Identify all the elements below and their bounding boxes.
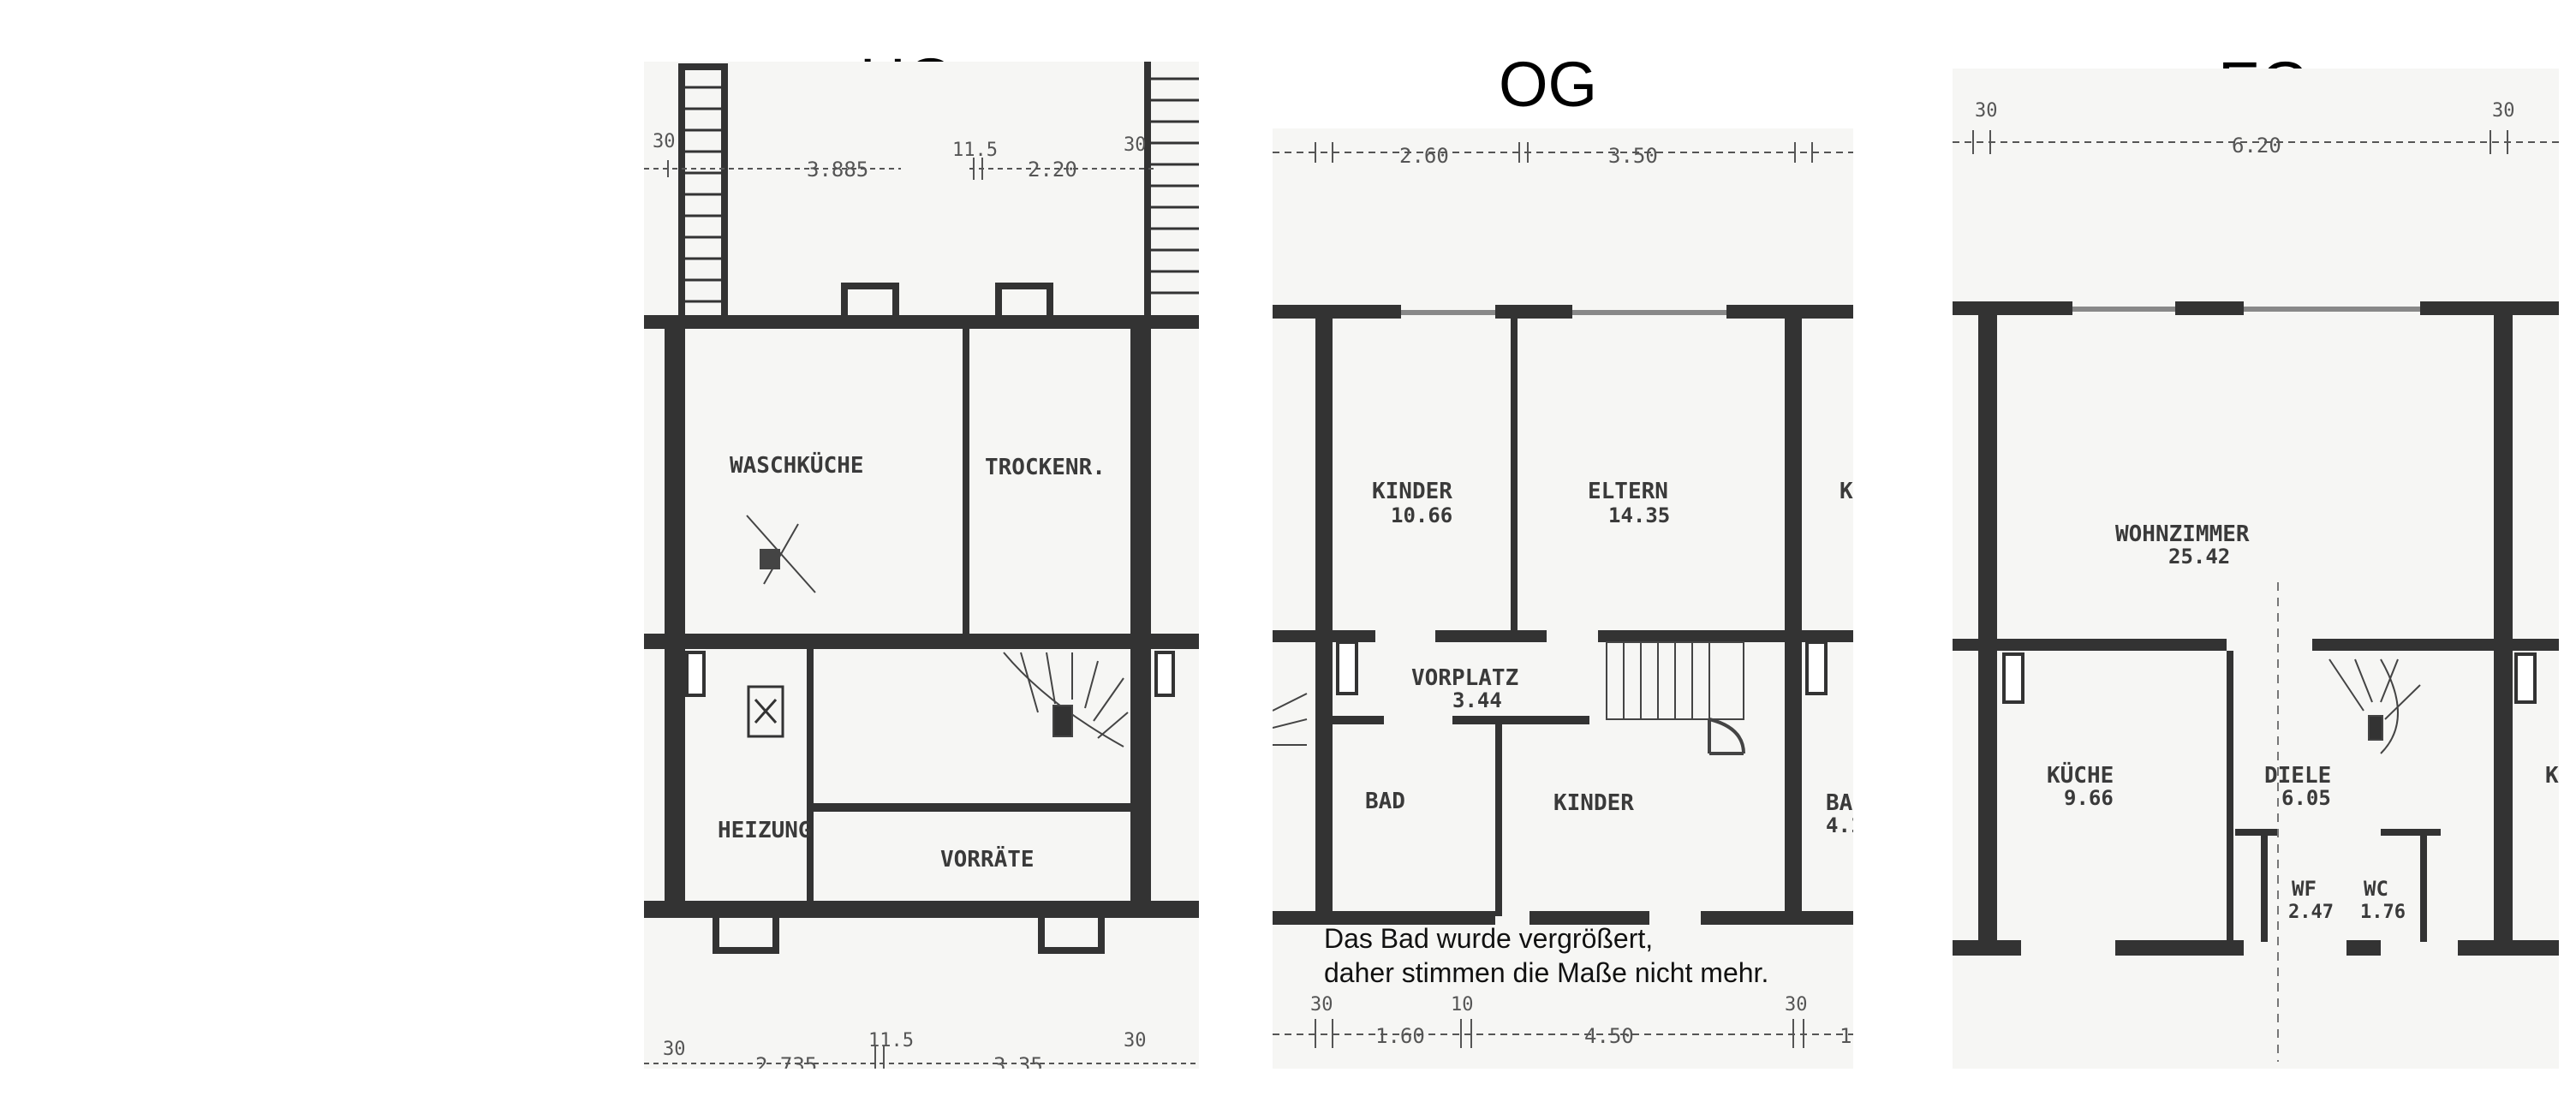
room-area-wf: 2.47 [2288,902,2334,923]
dimension-line-bottom [644,1046,1199,1069]
stair-left-edge [1273,693,1308,746]
dim-bottom-left-30: 30 [663,1039,686,1060]
dim-top-b: 3.50 [1608,144,1658,168]
dim-bottom-right-30: 30 [1124,1030,1147,1051]
room-label-kinder-1: KINDER [1372,479,1452,504]
interior-stair-eg [2329,658,2421,754]
room-area-eltern: 14.35 [1608,503,1670,527]
room-label-vorraete: VORRÄTE [940,845,1035,873]
dimension-line-bottom [1273,1019,1853,1048]
dim-top-right-30: 30 [1124,134,1147,156]
dim-bottom-c: 3.35 [993,1053,1043,1069]
annotation-note: Das Bad wurde vergrößert, daher stimmen … [1324,921,1768,990]
room-area-edge-ba: 4.1 [1826,813,1853,837]
dimension-line-top [644,158,1158,180]
room-area-vorplatz: 3.44 [1452,688,1502,712]
room-label-eltern: ELTERN [1588,479,1668,504]
dimension-line-top [1273,142,1853,163]
room-label-edge-ba: BA [1826,790,1853,816]
room-label-wohnzimmer: WOHNZIMMER [2115,521,2250,547]
floorplan-eg-drawing: 30 6.20 30 WOHNZIMMER 25.42 KÜCH [1953,100,2559,1062]
dim-bottom-left-30: 30 [1310,994,1333,1016]
annotation-note-line-1: Das Bad wurde vergrößert, [1324,923,1654,954]
interior-stair-og [1606,641,1745,755]
room-label-kueche: KÜCHE [2047,760,2114,789]
room-label-diele: DIELE [2264,763,2331,789]
floorplan-ug-drawing: WASCHKÜCHE TROCKENR. HEIZUNG VORRÄTE 30 … [644,62,1199,1069]
dim-top-a: 6.20 [2232,134,2281,158]
interior-stair-ug [1003,652,1129,748]
exterior-stair-right [1144,62,1199,327]
dim-top-a: 2.60 [1399,144,1449,168]
dim-top-b: 11.5 [952,140,998,161]
drain-symbol [746,515,816,593]
room-area-diele: 6.05 [2281,786,2331,810]
walls-og [1273,305,1853,925]
room-label-wc: WC [2364,877,2388,901]
dim-top-a: 3.885 [807,158,868,182]
dim-bottom-mid-10: 10 [1451,994,1474,1016]
annotation-note-line-2: daher stimmen die Maße nicht mehr. [1324,957,1769,988]
room-label-wf: WF [2292,877,2317,901]
room-area-wohnzimmer: 25.42 [2168,545,2230,569]
heater-symbol [747,685,784,738]
room-label-waschkueche: WASCHKÜCHE [730,450,864,479]
floorplan-og-drawing: 2.60 3.50 KINDER 10.66 ELTERN [1273,142,1853,1048]
room-label-edge-k: K [2545,763,2559,789]
room-area-kueche: 9.66 [2064,786,2114,810]
dim-bottom-right-30: 30 [1785,994,1808,1016]
dim-bottom-b: 11.5 [868,1030,914,1051]
room-label-bad: BAD [1365,789,1405,814]
dim-bottom-b: 4.50 [1584,1024,1634,1048]
room-area-kinder-1: 10.66 [1391,503,1452,527]
dim-top-right-30: 30 [2492,100,2515,122]
room-label-vorplatz: VORPLATZ [1411,665,1518,691]
walls-ug [644,283,1199,954]
room-label-edge-k: K [1840,479,1853,504]
dim-top-c: 2.20 [1028,158,1077,182]
room-label-trockenr: TROCKENR. [985,455,1106,480]
floorplan-ug: WASCHKÜCHE TROCKENR. HEIZUNG VORRÄTE 30 … [644,62,1199,1069]
dim-bottom-a: 2.735 [755,1053,817,1069]
dim-top-left-30: 30 [1975,100,1998,122]
dim-top-left-30: 30 [653,131,676,152]
floorplan-og: 2.60 3.50 KINDER 10.66 ELTERN [1273,128,1853,1069]
dim-bottom-a: 1.60 [1375,1024,1425,1048]
room-label-heizung: HEIZUNG [718,818,812,843]
floorplan-eg: 30 6.20 30 WOHNZIMMER 25.42 KÜCH [1953,68,2559,1069]
room-area-wc: 1.76 [2360,902,2406,923]
room-label-kinder-2: KINDER [1553,790,1634,816]
walls-eg [1953,301,2559,956]
dim-bottom-edge: 1. [1840,1024,1853,1048]
title-og: OG [1499,49,1598,120]
dimension-line-top [1953,130,2559,154]
exterior-stair-left [678,63,728,327]
